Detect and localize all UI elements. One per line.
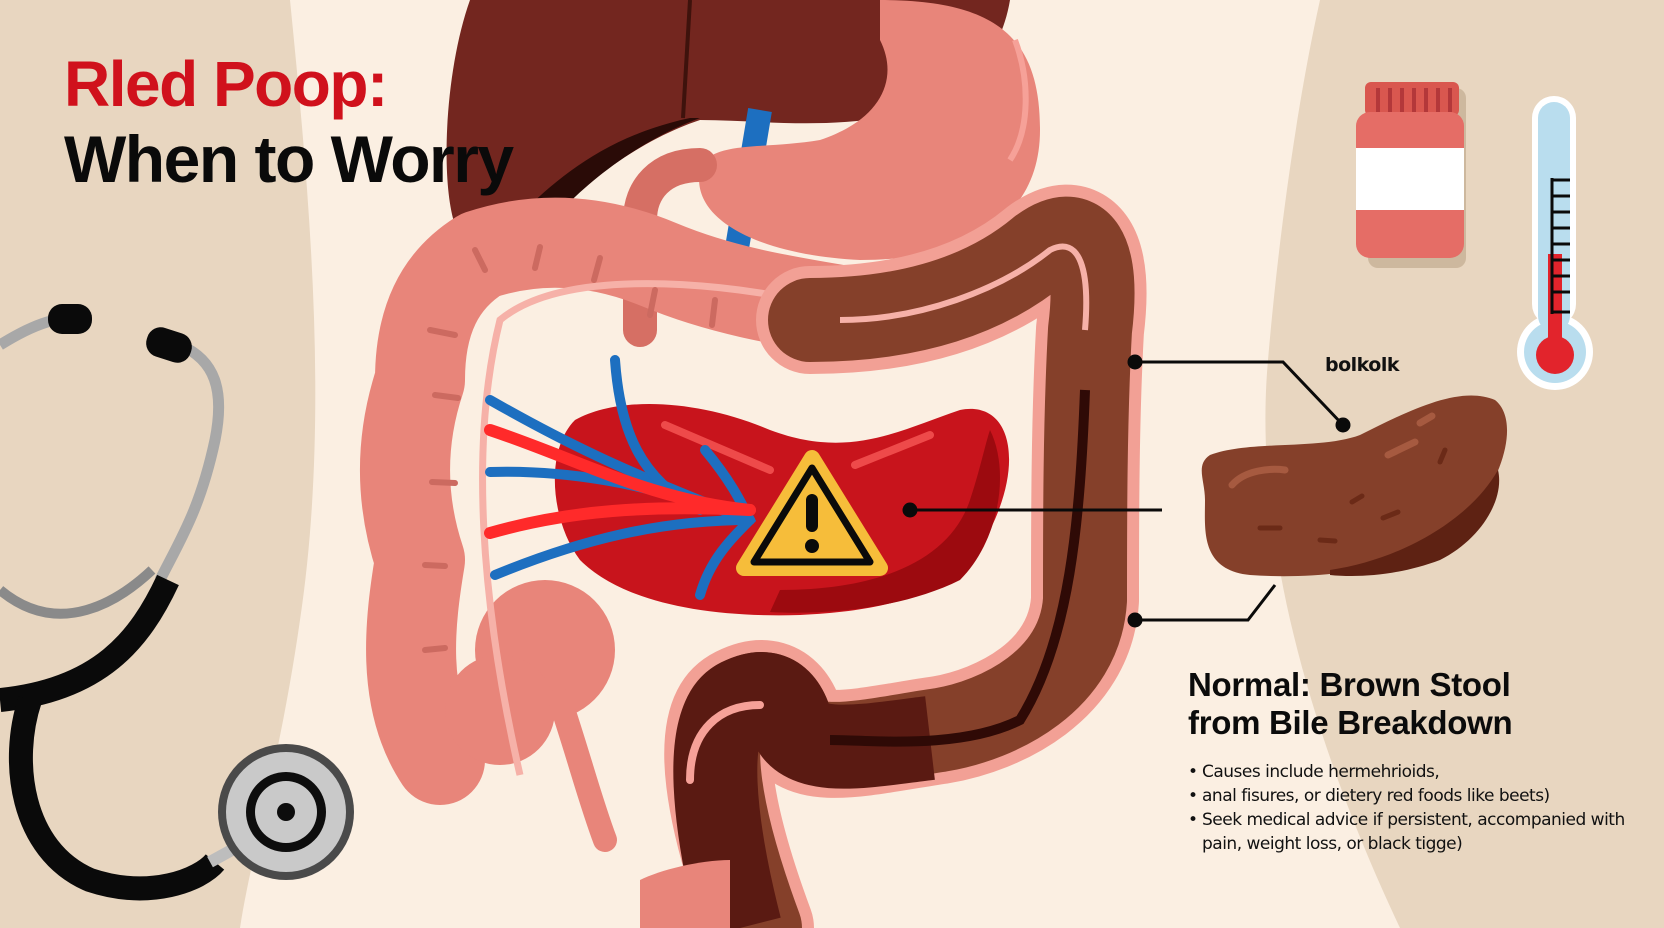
- warning-triangle-icon: [736, 450, 888, 576]
- medicine-bottle-icon: [1356, 82, 1466, 268]
- info-heading-line-2: from Bile Breakdown: [1188, 704, 1513, 741]
- info-panel: Normal: Brown Stool from Bile Breakdown …: [1188, 666, 1628, 856]
- stomach: [699, 0, 1040, 260]
- bleeding-intestine-segment: [484, 355, 1010, 616]
- info-bullet: •Causes include hermehrioids,: [1188, 760, 1628, 784]
- info-bullet: •anal fisures, or dietery red foods like…: [1188, 784, 1628, 808]
- title-line-red: Rled Poop:: [64, 48, 388, 120]
- bullet-text: Causes include hermehrioids,: [1202, 762, 1440, 782]
- small-intestine: [360, 197, 1063, 852]
- blood-vessels: [484, 355, 757, 600]
- brown-stool-icon: [1201, 395, 1508, 577]
- page-title: Rled Poop: When to Worry: [64, 48, 514, 196]
- info-heading: Normal: Brown Stool from Bile Breakdown: [1188, 666, 1628, 742]
- stool-callout-label: bolkolk: [1325, 354, 1400, 376]
- info-heading-line-1: Normal: Brown Stool: [1188, 666, 1511, 703]
- bullet-icon: •: [1188, 810, 1198, 830]
- bullet-icon: •: [1188, 786, 1198, 806]
- bullet-text: anal fisures, or dietery red foods like …: [1202, 786, 1550, 806]
- info-bullet-continuation: pain, weight loss, or black tigge): [1188, 832, 1628, 856]
- large-intestine-colon: [640, 184, 1147, 928]
- bullet-text: pain, weight loss, or black tigge): [1202, 834, 1463, 854]
- info-bullet-list: •Causes include hermehrioids, •anal fisu…: [1188, 760, 1628, 856]
- bullet-text: Seek medical advice if persistent, accom…: [1202, 810, 1625, 830]
- thermometer-icon: [1517, 96, 1593, 390]
- bullet-icon: •: [1188, 762, 1198, 782]
- stethoscope-icon: [0, 304, 354, 901]
- title-line-black: When to Worry: [64, 122, 514, 196]
- left-background-panel: [0, 0, 316, 928]
- callout-leader-lines: [902, 354, 1351, 628]
- info-bullet: •Seek medical advice if persistent, acco…: [1188, 808, 1628, 832]
